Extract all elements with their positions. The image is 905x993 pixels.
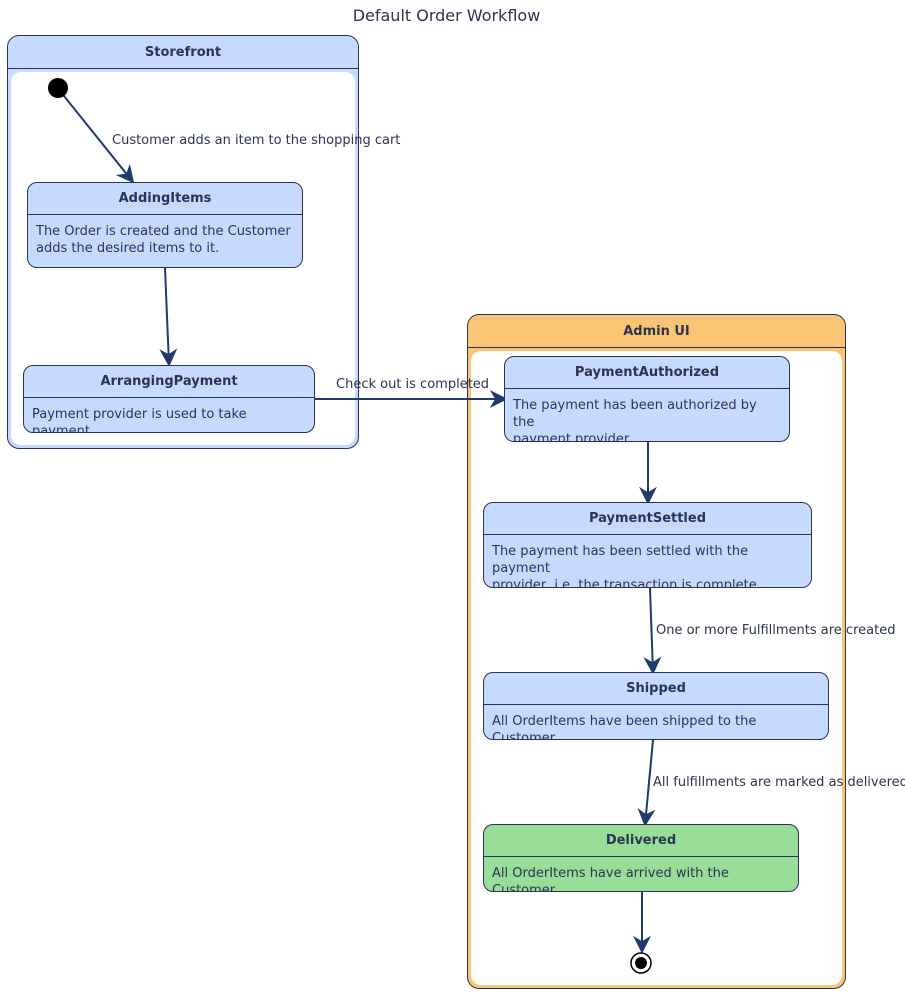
diagram-title: Default Order Workflow xyxy=(352,6,541,25)
state-shipped: Shipped All OrderItems have been shipped… xyxy=(483,672,829,740)
state-shipped-description: All OrderItems have been shipped to the … xyxy=(492,714,757,740)
state-payment-settled: PaymentSettled The payment has been sett… xyxy=(483,502,812,588)
label-checkout: Check out is completed xyxy=(336,377,490,392)
state-shipped-name: Shipped xyxy=(484,673,828,705)
label-settled-to-shipped: One or more Fulfillments are created xyxy=(656,623,896,638)
final-state-node-inner xyxy=(635,957,647,969)
edge-start-to-adding-items xyxy=(63,95,135,184)
region-storefront-title: Storefront xyxy=(8,36,358,69)
region-admin-ui-title: Admin UI xyxy=(468,315,845,348)
edge-adding-items-to-arranging-payment xyxy=(159,267,178,367)
label-start-to-adding-items: Customer adds an item to the shopping ca… xyxy=(112,133,401,148)
state-adding-items-name: AddingItems xyxy=(28,183,302,215)
label-shipped-to-delivered: All fulfillments are marked as delivered xyxy=(653,775,905,790)
state-delivered-name: Delivered xyxy=(484,825,798,857)
state-adding-items-description: The Order is created and the Customer ad… xyxy=(36,224,291,256)
state-arranging-payment-description: Payment provider is used to take payment xyxy=(32,407,247,433)
edge-shipped-to-delivered xyxy=(637,739,656,827)
state-arranging-payment-name: ArrangingPayment xyxy=(24,366,314,398)
state-payment-authorized: PaymentAuthorized The payment has been a… xyxy=(504,356,790,442)
state-payment-settled-name: PaymentSettled xyxy=(484,503,811,535)
state-payment-authorized-description: The payment has been authorized by the p… xyxy=(513,398,757,442)
initial-state-node xyxy=(48,78,68,98)
state-payment-settled-description: The payment has been settled with the pa… xyxy=(492,544,761,588)
state-delivered-description: All OrderItems have arrived with the Cus… xyxy=(492,866,729,892)
state-arranging-payment: ArrangingPayment Payment provider is use… xyxy=(23,365,315,433)
edge-settled-to-shipped xyxy=(643,587,662,675)
state-adding-items: AddingItems The Order is created and the… xyxy=(27,182,303,268)
state-delivered: Delivered All OrderItems have arrived wi… xyxy=(483,824,799,892)
state-payment-authorized-name: PaymentAuthorized xyxy=(505,357,789,389)
